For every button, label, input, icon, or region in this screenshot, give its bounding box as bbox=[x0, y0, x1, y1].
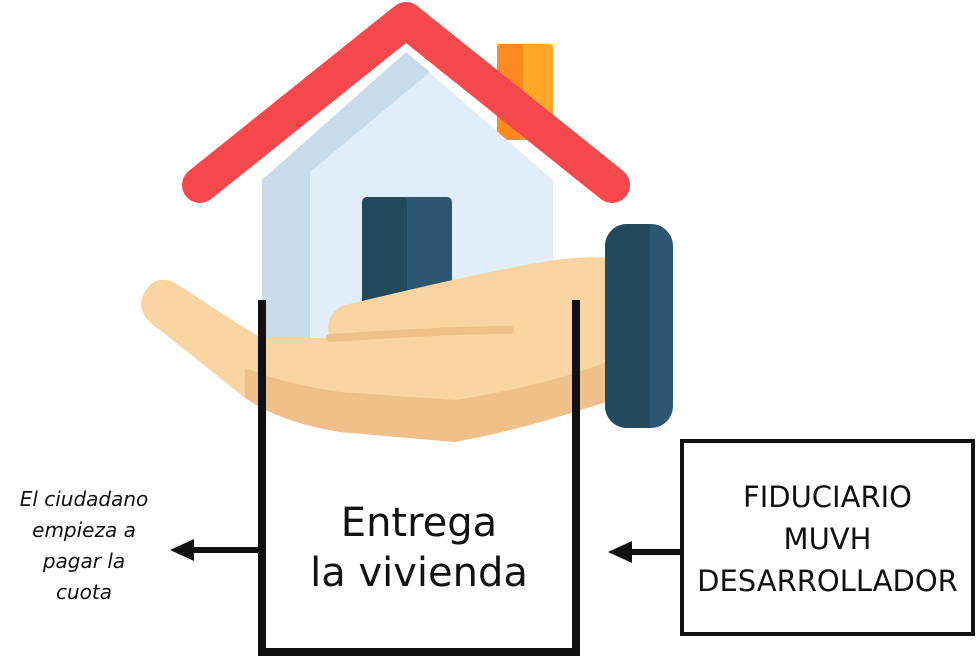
arrow-left-icon bbox=[170, 539, 258, 561]
left-note-line2: empieza a bbox=[32, 518, 136, 542]
right-box-line1: FIDUCIARIO bbox=[743, 480, 912, 514]
center-box-line1: Entrega bbox=[340, 500, 498, 546]
right-box-line3: DESARROLLADOR bbox=[697, 564, 958, 598]
left-note-line3: pagar la bbox=[42, 549, 126, 573]
center-box-label: Entrega la vivienda bbox=[258, 498, 580, 598]
roof-icon bbox=[182, 2, 630, 203]
left-note-line1: El ciudadano bbox=[19, 487, 149, 511]
right-box bbox=[680, 439, 975, 636]
right-box-label: FIDUCIARIO MUVH DESARROLLADOR bbox=[680, 476, 975, 602]
sleeve-cuff-icon bbox=[605, 224, 673, 428]
center-box-line2: la vivienda bbox=[310, 550, 528, 596]
left-note: El ciudadano empieza a pagar la cuota bbox=[0, 484, 168, 608]
left-note-line4: cuota bbox=[55, 580, 112, 604]
arrow-left-icon bbox=[608, 541, 680, 563]
right-box-line2: MUVH bbox=[783, 522, 872, 556]
center-box bbox=[258, 300, 580, 656]
